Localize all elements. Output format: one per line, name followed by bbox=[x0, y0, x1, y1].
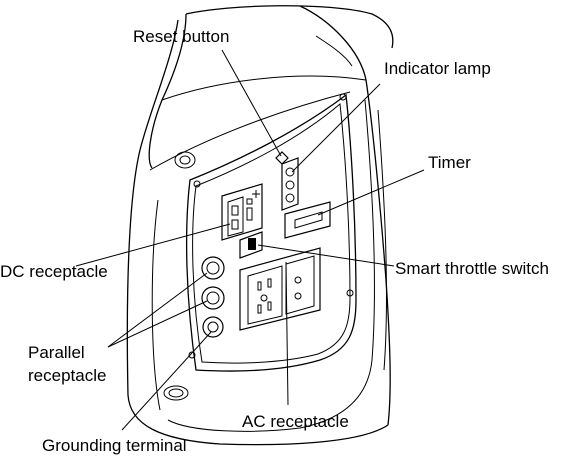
label-smart-throttle-switch: Smart throttle switch bbox=[395, 259, 549, 278]
label-dc-receptacle: DC receptacle bbox=[0, 262, 108, 281]
timer-part bbox=[285, 202, 330, 238]
label-grounding-terminal: Grounding terminal bbox=[42, 436, 187, 455]
label-indicator-lamp: Indicator lamp bbox=[384, 59, 491, 78]
dc-receptacle-part bbox=[222, 184, 262, 240]
label-parallel-receptacle-line2: receptacle bbox=[28, 366, 106, 385]
leader-reset-button bbox=[222, 50, 281, 156]
label-parallel-receptacle-line1: Parallel bbox=[28, 343, 85, 362]
indicator-lamp-part bbox=[282, 158, 298, 210]
ac-receptacle-part bbox=[240, 248, 320, 330]
leader-indicator-lamp bbox=[292, 84, 380, 172]
label-timer: Timer bbox=[428, 153, 471, 172]
leader-grounding-terminal bbox=[122, 332, 211, 430]
label-ac-receptacle: AC receptacle bbox=[242, 412, 349, 431]
grounding-terminal-part bbox=[203, 317, 223, 337]
label-reset-button: Reset button bbox=[133, 27, 229, 46]
parallel-receptacle-part bbox=[202, 257, 224, 309]
